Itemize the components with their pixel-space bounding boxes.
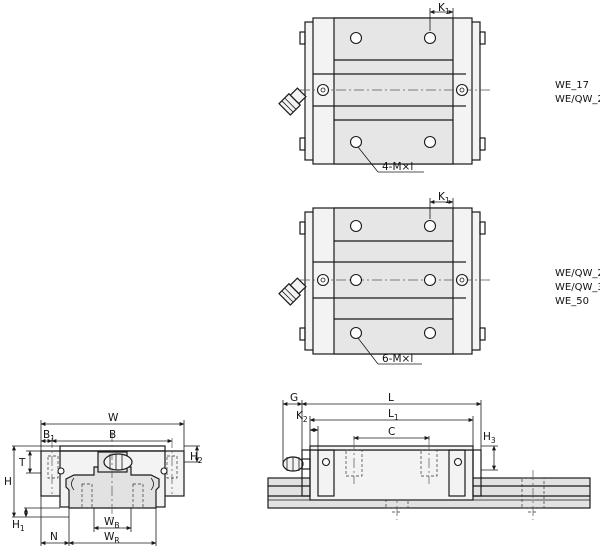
- model-label: WE/QW_27: [555, 268, 600, 279]
- grease-port: [316, 83, 330, 97]
- model-label: WE_17: [555, 80, 589, 91]
- mounting-hole: [423, 219, 437, 233]
- model-label: WE/QW_35: [555, 282, 600, 293]
- dim-l1: L1: [388, 408, 399, 422]
- dim-b: B: [109, 429, 116, 441]
- mounting-hole: [349, 31, 363, 45]
- dim-g: G: [290, 392, 298, 404]
- mounting-hole: [423, 326, 437, 340]
- dim-wb: WB: [104, 516, 120, 530]
- dim-h3: H3: [483, 431, 496, 445]
- rail-profile: [65, 466, 160, 509]
- mounting-hole: [423, 135, 437, 149]
- dim-h1: H1: [12, 519, 25, 533]
- k1-label: K1: [438, 191, 450, 205]
- dim-h2: H2: [190, 451, 203, 465]
- grease-nipple: [278, 277, 307, 306]
- hole-callout: 6-M×l: [382, 353, 413, 365]
- dim-c: C: [388, 426, 395, 438]
- grease-port: [455, 273, 469, 287]
- grease-port: [455, 83, 469, 97]
- dim-t: T: [18, 457, 26, 469]
- mounting-hole: [423, 31, 437, 45]
- mounting-hole: [349, 135, 363, 149]
- top-view-6-hole: K1 6-M×l WE/QW_27 WE/QW_35 WE_50: [278, 191, 600, 365]
- grease-port: [316, 273, 330, 287]
- dim-h: H: [4, 476, 12, 488]
- k1-label: K1: [438, 2, 450, 16]
- model-label: WE/QW_21: [555, 94, 600, 105]
- dim-l: L: [388, 392, 394, 404]
- dim-wr: WR: [104, 531, 120, 545]
- mounting-hole: [349, 273, 363, 287]
- front-view: W B1 B T H H1 H2 N WB WR: [4, 412, 203, 546]
- mounting-hole: [349, 219, 363, 233]
- hole-callout: 4-M×l: [382, 161, 413, 173]
- dim-n: N: [50, 531, 58, 543]
- model-label: WE_50: [555, 296, 589, 307]
- mounting-hole: [349, 326, 363, 340]
- side-view: G L L1 K2 C H3: [267, 392, 591, 520]
- grease-nipple: [282, 456, 311, 472]
- dim-w: W: [108, 412, 119, 424]
- mounting-hole: [423, 273, 437, 287]
- dim-k2: K2: [296, 410, 308, 424]
- grease-nipple: [278, 87, 307, 116]
- top-view-4-hole: K1 4-M×l WE_17 WE/QW_21: [278, 2, 600, 173]
- dim-b1: B1: [43, 429, 55, 443]
